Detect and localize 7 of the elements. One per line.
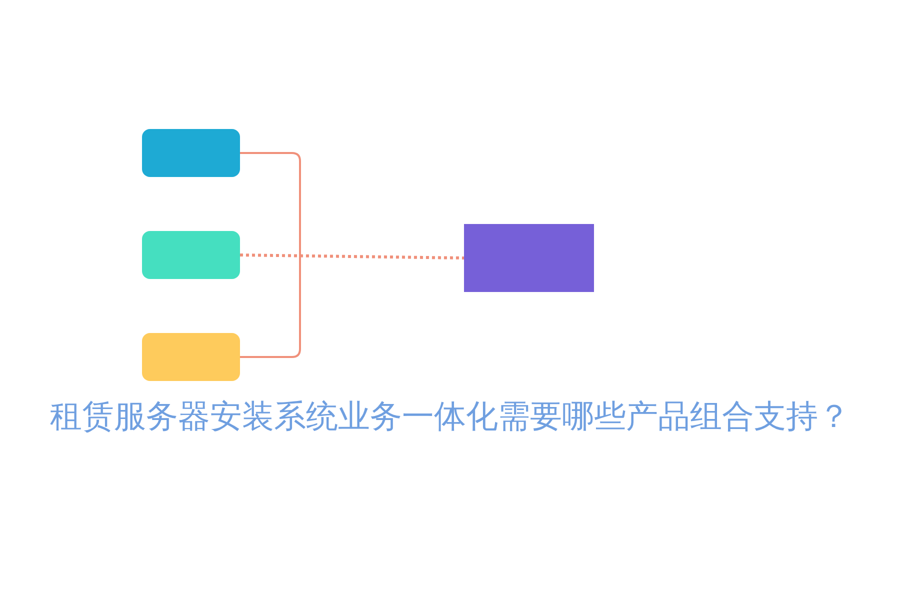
color-box	[464, 224, 594, 292]
dotted-connector	[240, 254, 464, 260]
color-box	[142, 231, 240, 279]
bracket-connector	[240, 152, 301, 358]
color-box	[142, 129, 240, 177]
title: 租赁服务器安装系统业务一体化需要哪些产品组合支持？	[50, 397, 850, 436]
color-box	[142, 333, 240, 381]
